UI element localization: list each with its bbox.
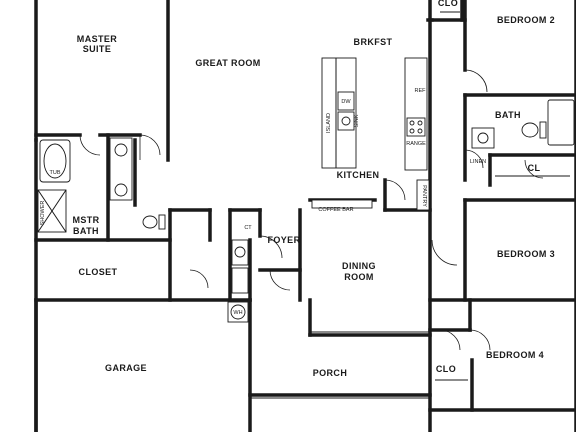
label-tub: TUB — [50, 170, 61, 176]
label-sink: SINK — [354, 114, 360, 127]
door-swings — [79, 69, 544, 351]
label-bedroom-3: BEDROOM 3 — [497, 249, 555, 259]
label-foyer: FOYER — [267, 235, 300, 245]
label-master-suite-1: MASTER — [77, 34, 117, 44]
label-mstr-bath-1: MSTR — [72, 215, 99, 225]
label-ref: REF — [415, 88, 427, 94]
label-great-room: GREAT ROOM — [195, 58, 260, 68]
label-porch: PORCH — [313, 368, 348, 378]
fixture-labels: TUB SHOWER DW SINK REF RANGE WH — [40, 88, 426, 316]
walls — [34, 0, 576, 432]
label-master-suite-2: SUITE — [83, 44, 112, 54]
label-dining-1: DINING — [342, 261, 376, 271]
label-clo-top: CLO — [438, 0, 458, 8]
label-bath: BATH — [495, 110, 521, 120]
room-labels: MASTER SUITE GREAT ROOM BRKFST BEDROOM 2… — [72, 0, 555, 378]
label-shower: SHOWER — [40, 201, 46, 226]
label-ct: CT — [244, 225, 252, 231]
label-brkfst: BRKFST — [354, 37, 393, 47]
label-pantry: PANTRY — [421, 185, 427, 207]
label-linen: LINEN — [470, 159, 486, 165]
label-bedroom-2: BEDROOM 2 — [497, 15, 555, 25]
label-range: RANGE — [406, 141, 426, 147]
label-clo-bottom: CLO — [436, 364, 456, 374]
label-dw: DW — [341, 99, 351, 105]
fixtures — [37, 11, 575, 399]
label-bedroom-4: BEDROOM 4 — [486, 350, 544, 360]
label-mstr-bath-2: BATH — [73, 226, 99, 236]
label-dining-2: ROOM — [344, 272, 374, 282]
label-closet: CLOSET — [79, 267, 118, 277]
label-cl: CL — [528, 163, 541, 173]
label-wh: WH — [233, 310, 242, 316]
label-coffee-bar: COFFEE BAR — [318, 207, 353, 213]
label-island: ISLAND — [326, 113, 332, 133]
label-garage: GARAGE — [105, 363, 147, 373]
label-kitchen: KITCHEN — [337, 170, 380, 180]
